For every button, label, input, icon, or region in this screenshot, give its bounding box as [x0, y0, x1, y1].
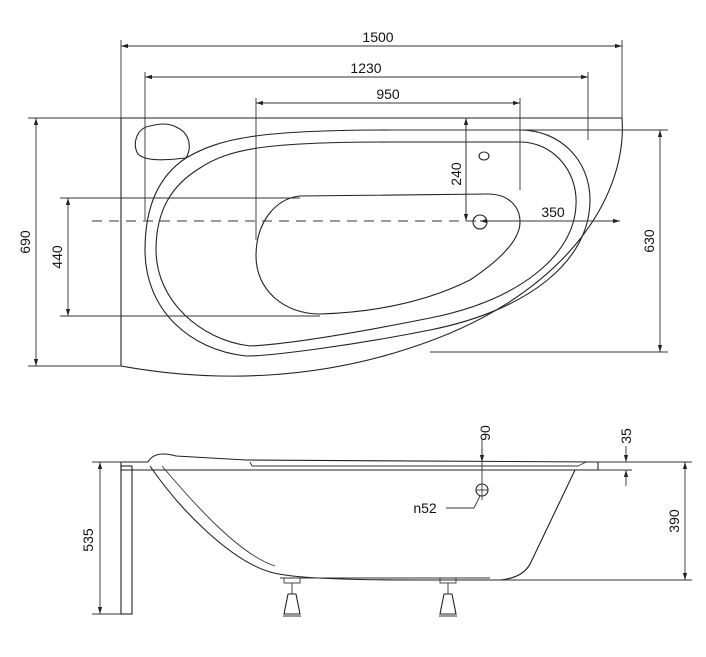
headrest-outline: [134, 123, 190, 161]
overflow-hole: [478, 151, 490, 161]
dim-label-630: 630: [641, 229, 657, 253]
dim-label-950: 950: [376, 86, 400, 102]
tub-basin-outline: [155, 141, 577, 347]
tub-side-profile: [149, 465, 576, 581]
top-view: 1500 1230 950 690 440 630 240 350: [17, 29, 668, 377]
drain-hole: [472, 214, 488, 230]
tub-bottom-outline: [255, 193, 521, 315]
adjustable-foot-right: [439, 583, 457, 617]
dim-label-350: 350: [541, 204, 565, 220]
dim-label-90: 90: [477, 425, 493, 441]
overflow-size-label: n52: [413, 500, 437, 516]
dim-label-690: 690: [17, 230, 33, 254]
dim-label-440: 440: [49, 245, 65, 269]
tub-inner-rim: [144, 129, 591, 357]
dim-label-240: 240: [448, 162, 464, 186]
tub-outer-outline: [120, 117, 623, 377]
tub-rim: [120, 453, 599, 471]
dim-label-535: 535: [80, 528, 96, 552]
adjustable-foot-left: [283, 583, 301, 617]
dim-label-390: 390: [666, 509, 682, 533]
dim-label-1500: 1500: [362, 29, 393, 45]
side-view: 535 390 90 35 n52: [80, 425, 692, 617]
dim-label-35: 35: [618, 428, 634, 444]
dim-label-1230: 1230: [350, 60, 381, 76]
front-panel: [120, 465, 133, 615]
